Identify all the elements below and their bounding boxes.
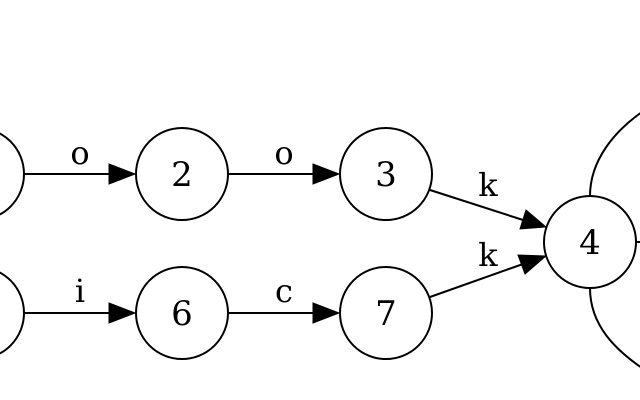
arrowhead-3-4: [519, 209, 548, 230]
arrowhead-5-6: [108, 302, 137, 324]
edge-label-7-4: k: [478, 236, 498, 274]
arrowhead-6-7: [312, 302, 341, 324]
arrowhead-2-3: [312, 163, 341, 185]
arrowhead-7-4: [517, 254, 548, 275]
edge-7-4: [429, 263, 524, 298]
node-7: [339, 266, 433, 360]
node-5: [0, 271, 25, 355]
edge-label-6-7: c: [275, 272, 293, 310]
arrowhead-1-2: [108, 163, 137, 185]
edge-3-4: [429, 189, 524, 221]
node-label-3: 3: [375, 155, 397, 195]
node-1: [0, 132, 25, 216]
edge-label-3-4: k: [478, 166, 498, 204]
outgoing-edge-top: [589, 112, 640, 197]
node-6: [135, 266, 229, 360]
node-2: [135, 127, 229, 221]
node-label-6: 6: [171, 294, 193, 334]
node-3: [339, 127, 433, 221]
edge-label-5-6: i: [75, 272, 85, 310]
node-label-7: 7: [375, 294, 397, 334]
outgoing-edge-bottom: [589, 287, 640, 368]
edge-label-1-2: o: [70, 134, 89, 172]
node-4: [543, 195, 637, 289]
edge-label-2-3: o: [274, 134, 293, 172]
node-label-4: 4: [579, 223, 601, 263]
node-label-2: 2: [171, 155, 193, 195]
